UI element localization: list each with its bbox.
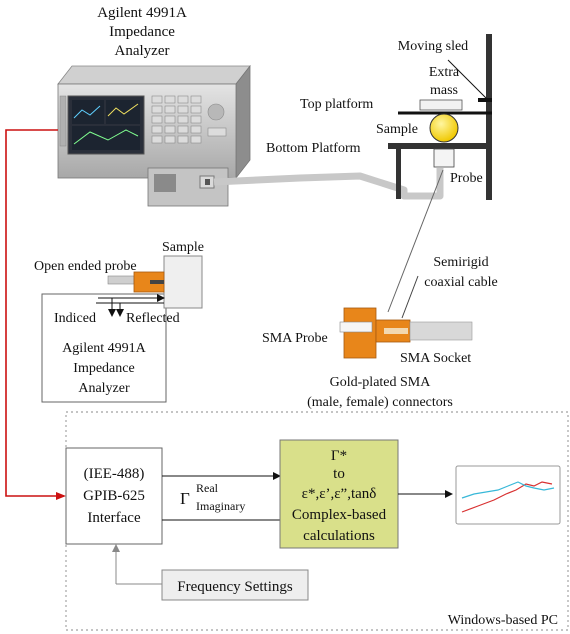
calc-line-1: Γ*	[331, 448, 347, 464]
probe-detail-sample-label: Sample	[162, 240, 204, 255]
probe-head	[433, 148, 455, 168]
bottom-platform-label: Bottom Platform	[266, 141, 361, 156]
gpib-cable-line	[5, 129, 64, 497]
sample-ball	[429, 113, 459, 143]
analyzer-coaxial-cable	[213, 168, 444, 200]
interface-line-2: GPIB-625	[83, 488, 145, 504]
sma-probe-pin-housing	[339, 321, 373, 333]
impedance-analyzer-device	[57, 64, 251, 207]
interface-line-3: Interface	[87, 510, 141, 526]
gpib-interface-box	[65, 447, 163, 545]
analyzer-title-line-3: Analyzer	[115, 43, 170, 59]
open-ended-probe-label: Open ended probe	[34, 259, 137, 274]
frequency-settings-box	[161, 569, 309, 601]
calc-line-4: Complex-based	[292, 507, 387, 523]
table-leg	[396, 149, 401, 199]
sma-socket	[409, 321, 473, 341]
sma-probe-label: SMA Probe	[262, 331, 328, 346]
sample-label: Sample	[376, 122, 418, 137]
bottom-platform	[388, 143, 492, 149]
detail-analyzer-line-2: Impedance	[73, 361, 134, 376]
calc-line-5: calculations	[303, 528, 375, 544]
top-platform-label: Top platform	[300, 97, 373, 112]
sma-socket-label: SMA Socket	[400, 351, 471, 366]
gold-plated-label-line-1: Gold-plated SMA	[330, 375, 432, 390]
analyzer-title-line-1: Agilent 4991A	[97, 5, 187, 21]
vertical-post	[486, 34, 492, 200]
gamma-real-label: Real	[196, 481, 219, 495]
extra-mass-label-line-2: mass	[430, 83, 458, 98]
gold-plated-label-line-2: (male, female) connectors	[307, 395, 453, 410]
calculation-box	[279, 439, 399, 549]
freq-connector-arrowhead	[112, 544, 120, 552]
moving-sled-pointer	[447, 59, 489, 101]
output-curve-red	[461, 481, 553, 513]
moving-sled	[478, 98, 492, 102]
semirigid-label-line-2: coaxial cable	[424, 275, 497, 290]
sma-probe-pin	[384, 328, 408, 334]
probe-label: Probe	[450, 171, 483, 186]
sample-block	[163, 255, 203, 309]
analyzer-title-line-2: Impedance	[109, 24, 175, 40]
analyzer-detail-box	[41, 293, 167, 403]
windows-pc-label: Windows-based PC	[448, 613, 558, 628]
sma-connector-assembly	[339, 307, 473, 359]
moving-sled-label: Moving sled	[398, 39, 468, 54]
probe-leader-line	[387, 169, 444, 313]
sample-fixture	[388, 34, 492, 200]
detail-analyzer-line-3: Analyzer	[78, 381, 130, 396]
semirigid-label-line-1: Semirigid	[433, 255, 488, 270]
interface-line-1: (IEE-488)	[84, 466, 145, 482]
calc-line-2: to	[333, 466, 345, 482]
indiced-label: Indiced	[54, 311, 96, 326]
extra-mass-label-line-1: Extra	[429, 65, 460, 80]
analyzer-screen	[72, 100, 140, 150]
probe-center-pin	[150, 280, 164, 284]
semirigid-pointer	[401, 275, 419, 319]
reflected-label: Reflected	[126, 311, 180, 326]
analyzer-keypad	[151, 95, 227, 144]
sma-probe-flange	[343, 307, 377, 359]
output-curve-cyan	[461, 481, 555, 499]
test-head	[147, 167, 229, 207]
gpib-cable-arrowhead	[56, 492, 66, 500]
calc-line-3: ε*,ε’,ε”,tanδ	[302, 486, 377, 502]
gamma-symbol: Γ	[180, 489, 190, 508]
probe-body	[107, 275, 135, 285]
gamma-imaginary-label: Imaginary	[196, 499, 245, 513]
output-plot	[455, 465, 561, 525]
extra-mass	[419, 99, 463, 111]
detail-analyzer-line-1: Agilent 4991A	[62, 341, 146, 356]
frequency-settings-label: Frequency Settings	[177, 579, 293, 595]
